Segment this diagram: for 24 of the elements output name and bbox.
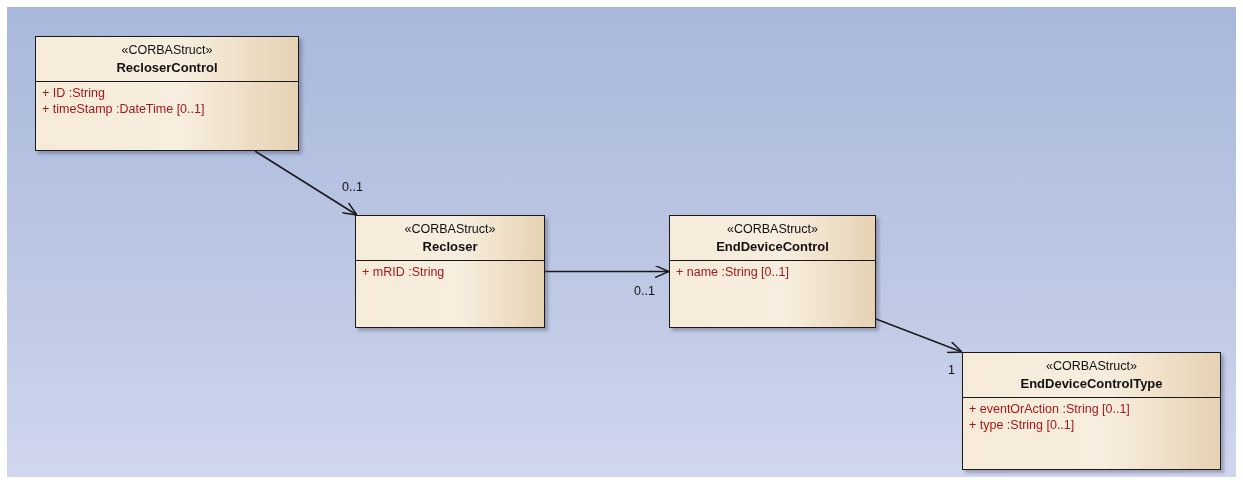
stereotype-text: «CORBAStruct» [727, 222, 818, 236]
attribute-text: + ID :String [42, 86, 106, 100]
class-name: Recloser [422, 239, 478, 254]
association-arrow [254, 150, 358, 216]
class-box [355, 215, 545, 328]
attribute-text: + name :String [0..1] [676, 265, 790, 279]
attribute-text: + eventOrAction :String [0..1] [969, 402, 1131, 416]
class-name: EndDeviceControl [716, 239, 829, 254]
class-name: RecloserControl [116, 60, 218, 75]
association-arrow [544, 264, 670, 279]
stereotype-text: «CORBAStruct» [404, 222, 496, 236]
stereotype-text: «CORBAStruct» [1046, 359, 1137, 373]
association-arrow [875, 318, 963, 354]
attribute-text: + type :String [0..1] [969, 418, 1076, 432]
class-name: EndDeviceControlType [1020, 376, 1163, 391]
class-box [962, 352, 1221, 470]
attribute-text: + mRID :String [362, 265, 446, 279]
multiplicity-label: 0..1 [634, 284, 655, 298]
class-box [669, 215, 876, 328]
attribute-text: + timeStamp :DateTime [0..1] [42, 102, 206, 116]
multiplicity-label: 0..1 [342, 180, 363, 194]
class-box [35, 36, 299, 151]
stereotype-text: «CORBAStruct» [121, 43, 213, 57]
multiplicity-label: 1 [948, 363, 955, 377]
